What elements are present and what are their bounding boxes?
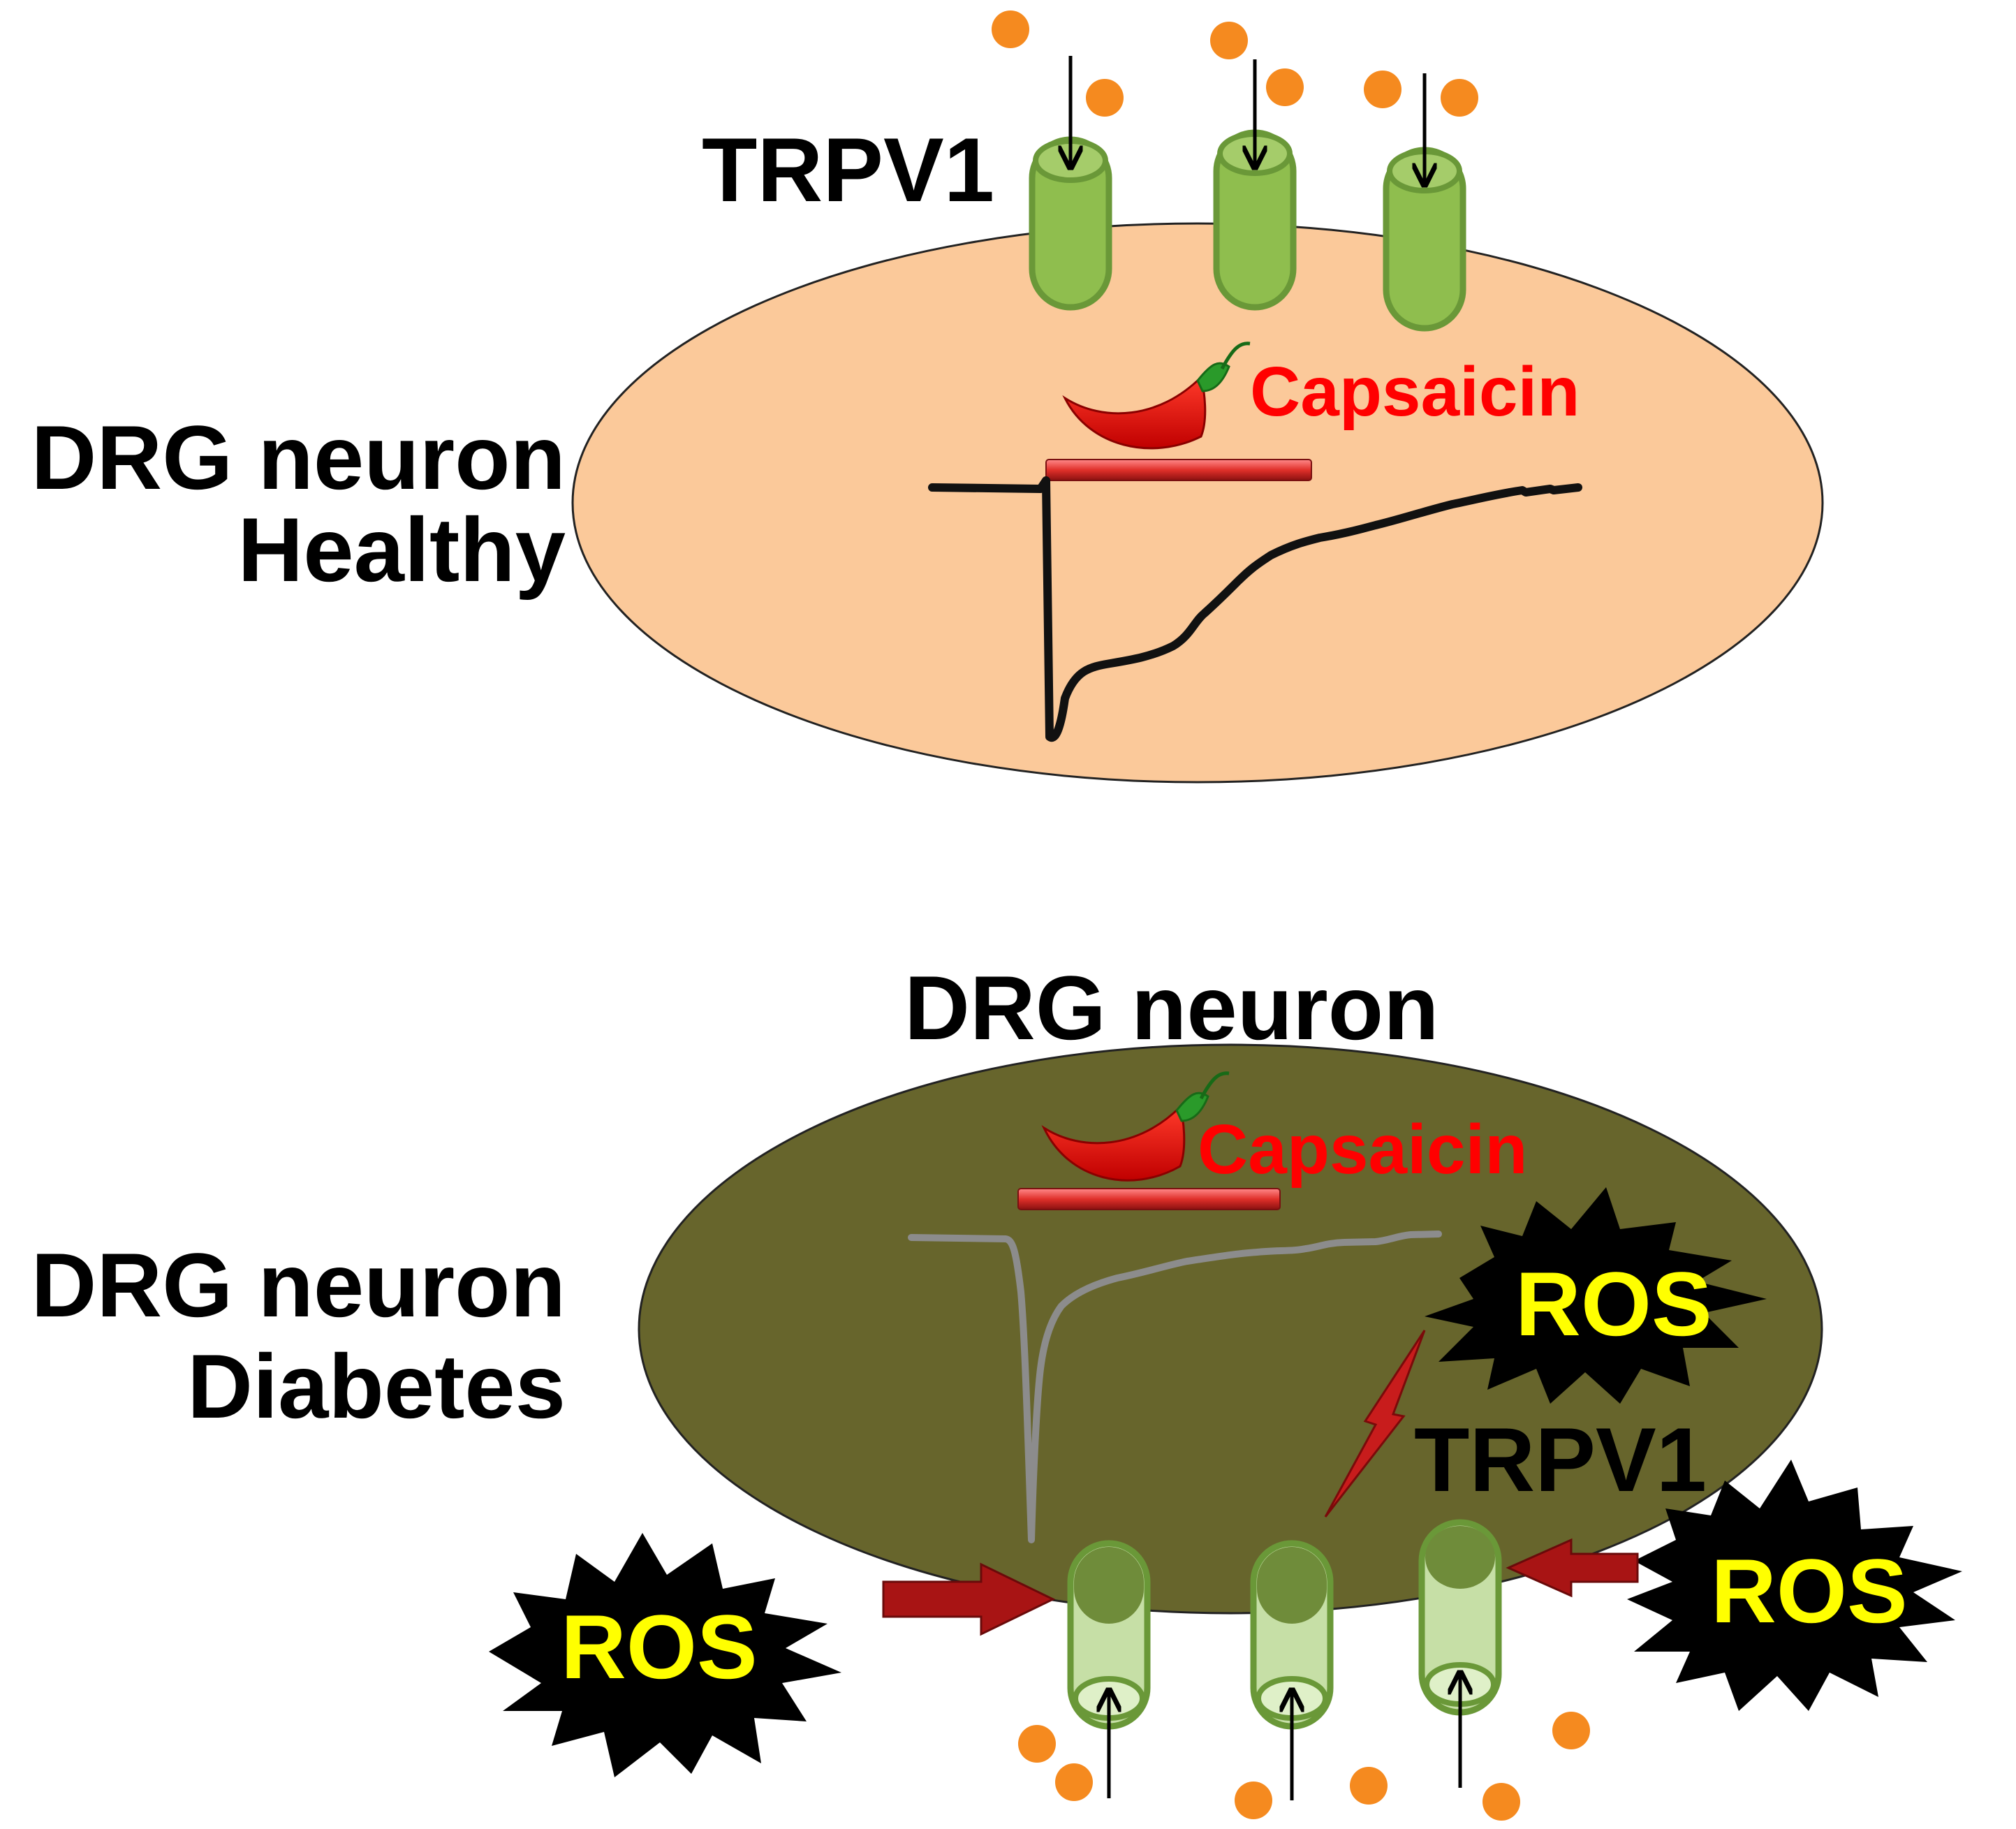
ros-burst-left: ROS (489, 1533, 841, 1777)
diabetes-channel-1 (1067, 1540, 1151, 1730)
ros-arrow-left (882, 1562, 1056, 1636)
diabetes-panel: DRG neuron Capsaicin DRG neuron Diabetes… (31, 957, 1962, 1821)
ros-lightning-arrow (1324, 1330, 1426, 1518)
healthy-ions (992, 10, 1478, 117)
healthy-cell-body (571, 222, 1824, 784)
ros-label-right: ROS (1711, 1540, 1908, 1642)
diabetic-cell-body (638, 1043, 1823, 1615)
healthy-current-trace (928, 476, 1582, 742)
ros-burst-upper-right: ROS (1425, 1187, 1767, 1404)
healthy-chili-pepper-icon (1062, 341, 1251, 450)
diabetes-trpv1-label: TRPV1 (1414, 1409, 1707, 1511)
diabetes-channel-3 (1418, 1519, 1502, 1716)
diabetes-application-bar (1017, 1188, 1281, 1210)
ros-label-upper-right: ROS (1515, 1253, 1712, 1355)
healthy-trpv1-label: TRPV1 (702, 119, 994, 221)
ros-arrow-right (1506, 1538, 1639, 1598)
ros-burst-right: ROS (1627, 1460, 1962, 1711)
healthy-panel: TRPV1 DRG neuron Healthy Capsaicin (31, 10, 1824, 784)
ros-label-left: ROS (561, 1596, 758, 1698)
healthy-side-label-line1: DRG neuron (31, 406, 566, 508)
diabetes-influx-arrows (1109, 1673, 1460, 1800)
diabetes-current-trace (908, 1231, 1442, 1543)
diabetes-side-label-line1: DRG neuron (31, 1234, 566, 1336)
healthy-capsaicin-label: Capsaicin (1250, 353, 1580, 431)
diabetes-chili-pepper-icon (1041, 1071, 1230, 1182)
diabetes-side-label-line2: Diabetes (187, 1335, 566, 1437)
healthy-application-bar (1045, 459, 1312, 481)
diabetes-ions (1018, 1712, 1590, 1821)
diabetes-capsaicin-label: Capsaicin (1198, 1110, 1527, 1189)
healthy-influx-arrows (1070, 56, 1425, 185)
healthy-side-label-line2: Healthy (237, 499, 566, 601)
diabetes-channel-2 (1250, 1540, 1334, 1730)
diabetes-title: DRG neuron (904, 957, 1439, 1059)
